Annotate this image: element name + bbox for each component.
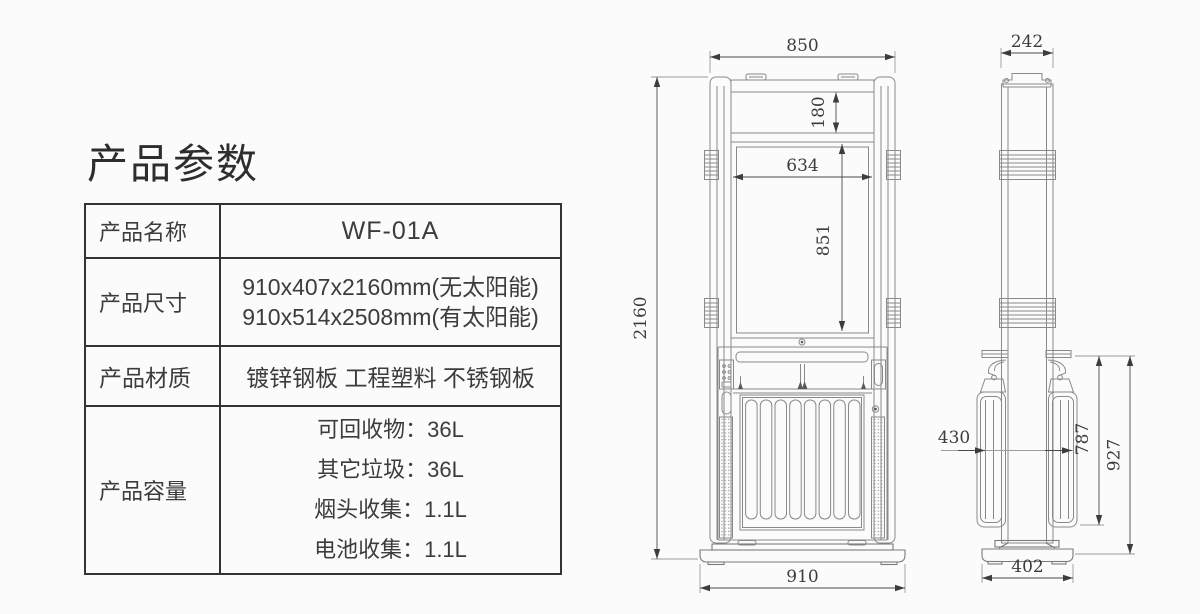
dim-panel-width-634: 634 xyxy=(733,156,872,181)
dim-base-width-910: 910 xyxy=(699,564,906,593)
dim-label: 402 xyxy=(1011,557,1043,577)
post-vent-ribs xyxy=(704,150,719,180)
spec-value-name: WF-01A xyxy=(219,203,562,259)
side-base xyxy=(981,539,1074,565)
table-row: 产品材质 镀锌钢板 工程塑料 不锈钢板 xyxy=(84,345,562,407)
page-title: 产品参数 xyxy=(87,141,259,187)
spec-table: 产品名称 WF-01A 产品尺寸 910x407x2160mm(无太阳能) 91… xyxy=(84,203,562,575)
perforated-strip-left xyxy=(719,416,733,539)
spec-label-name: 产品名称 xyxy=(84,203,221,259)
post-vent-ribs xyxy=(886,298,901,328)
spec-value-material: 镀锌钢板 工程塑料 不锈钢板 xyxy=(219,345,562,407)
perforated-strip-right xyxy=(871,416,885,539)
table-row: 产品名称 WF-01A xyxy=(84,203,562,259)
dim-label: 180 xyxy=(809,96,829,128)
drawings-svg: 850 2160 180 634 851 910 xyxy=(631,32,1135,593)
dim-label: 430 xyxy=(938,428,970,448)
spec-label-material: 产品材质 xyxy=(84,345,221,407)
slatted-door xyxy=(739,394,865,531)
side-view: 242 430 787 927 402 xyxy=(938,32,1135,583)
dim-base-depth-402: 402 xyxy=(981,557,1074,583)
front-base xyxy=(699,543,906,566)
post-vent-ribs xyxy=(886,150,901,180)
dim-label: 2160 xyxy=(631,296,651,339)
spec-value-line: WF-01A xyxy=(341,216,440,245)
spec-value-line: 可回收物：36L xyxy=(317,417,464,442)
dim-bin-depth-430: 430 xyxy=(938,428,1073,454)
side-bins xyxy=(976,391,1078,528)
bin-cabinet xyxy=(717,346,888,546)
bin-mounts xyxy=(979,350,1075,393)
dim-top-width-850: 850 xyxy=(709,36,896,73)
dim-label: 851 xyxy=(814,224,834,256)
dim-label: 634 xyxy=(786,156,818,176)
dim-lower-height-927: 927 xyxy=(1075,356,1135,555)
spec-value-size: 910x407x2160mm(无太阳能) 910x514x2508mm(有太阳能… xyxy=(219,257,562,347)
spec-value-line: 电池收集：1.1L xyxy=(314,537,467,562)
dim-label: 850 xyxy=(786,36,818,56)
spec-label-capacity: 产品容量 xyxy=(84,405,221,575)
dim-label: 787 xyxy=(1073,423,1093,455)
spec-value-line: 镀锌钢板 工程塑料 不锈钢板 xyxy=(246,365,535,391)
dim-total-height-2160: 2160 xyxy=(631,76,708,560)
technical-drawings: 850 2160 180 634 851 910 xyxy=(600,0,1200,609)
spec-value-line: 910x407x2160mm(无太阳能) xyxy=(242,274,539,300)
spec-label-size: 产品尺寸 xyxy=(84,257,221,347)
side-column xyxy=(1001,73,1054,544)
spec-value-line: 烟头收集：1.1L xyxy=(314,497,467,522)
spec-value-capacity: 可回收物：36L 其它垃圾：36L 烟头收集：1.1L 电池收集：1.1L xyxy=(219,405,562,575)
table-row: 产品容量 可回收物：36L 其它垃圾：36L 烟头收集：1.1L 电池收集：1.… xyxy=(84,405,562,575)
dim-label: 927 xyxy=(1105,439,1125,471)
table-row: 产品尺寸 910x407x2160mm(无太阳能) 910x514x2508mm… xyxy=(84,257,562,347)
dim-bin-height-787: 787 xyxy=(1073,355,1135,526)
dim-panel-height-851: 851 xyxy=(814,144,846,331)
front-view: 850 2160 180 634 851 910 xyxy=(631,36,906,593)
spec-value-line: 910x514x2508mm(有太阳能) xyxy=(242,304,539,330)
post-vent-ribs xyxy=(704,298,719,328)
dim-label: 910 xyxy=(786,567,818,587)
dim-label: 242 xyxy=(1011,32,1043,52)
spec-value-line: 其它垃圾：36L xyxy=(317,457,464,482)
dim-header-height-180: 180 xyxy=(809,92,840,133)
header-panel xyxy=(730,73,875,143)
poster-panel xyxy=(730,141,875,346)
dim-top-width-242: 242 xyxy=(1000,32,1054,68)
